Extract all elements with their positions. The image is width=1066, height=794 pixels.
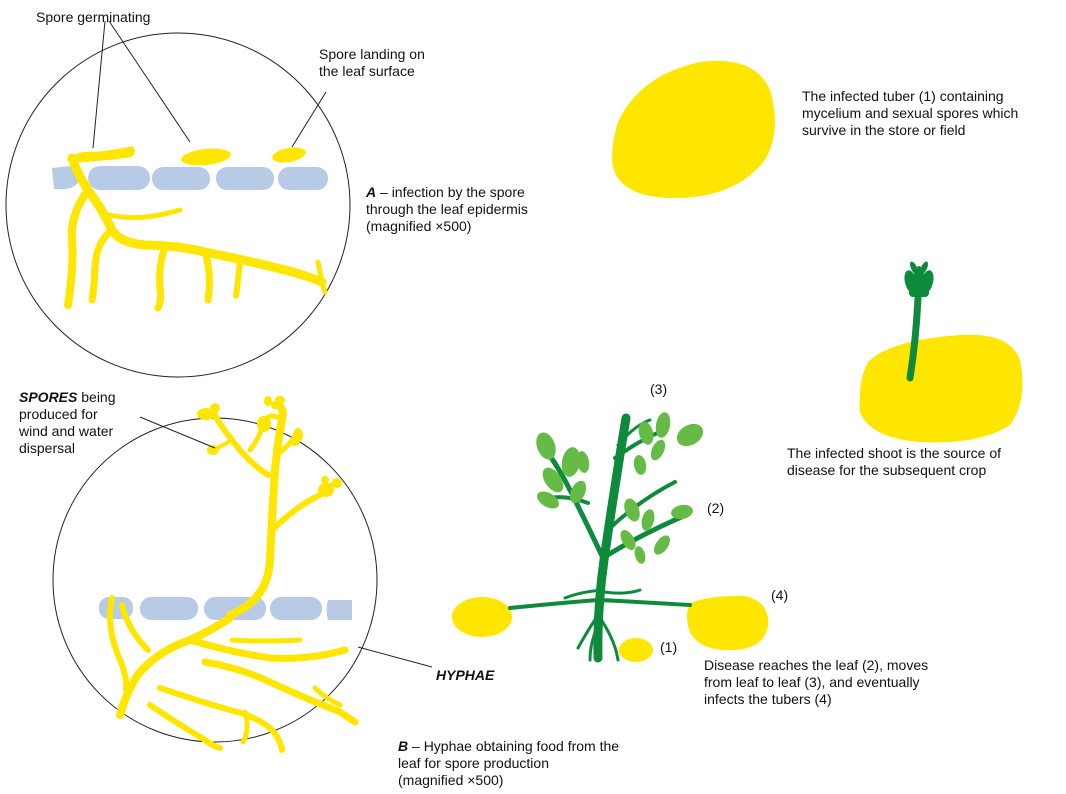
caption-b-line3: (magnified ×500) <box>398 772 619 789</box>
caption-tuber-line1: The infected tuber (1) containing <box>802 88 1018 105</box>
caption-infected-tuber: The infected tuber (1) containing myceli… <box>802 88 1018 139</box>
shoot-tuber <box>860 335 1023 443</box>
plant-tubers <box>452 596 768 662</box>
epidermis-cells-a <box>52 166 328 190</box>
caption-b-line2: leaf for spore production <box>398 755 619 772</box>
caption-a-line1: A – infection by the spore <box>366 184 528 201</box>
caption-a-line2: through the leaf epidermis <box>366 201 528 218</box>
caption-infected-shoot: The infected shoot is the source of dise… <box>787 445 1001 479</box>
infected-shoot-group <box>860 260 1023 442</box>
caption-b-line1-text: – Hyphae obtaining food from the <box>408 738 619 754</box>
label-spores-line2: produced for <box>19 406 116 423</box>
label-spore-germinating: Spore germinating <box>36 9 150 26</box>
caption-tuber-line2: mycelium and sexual spores which <box>802 105 1018 122</box>
caption-disease-spread: Disease reaches the leaf (2), moves from… <box>704 657 928 708</box>
caption-tuber-line3: survive in the store or field <box>802 122 1018 139</box>
label-spores-bold: SPORES <box>19 389 77 405</box>
caption-a-letter: A <box>366 184 376 200</box>
caption-a-line3: (magnified ×500) <box>366 218 528 235</box>
label-stage-2: (2) <box>707 500 724 517</box>
caption-disease-line2: from leaf to leaf (3), and eventually <box>704 674 928 691</box>
caption-disease-line3: infects the tubers (4) <box>704 691 928 708</box>
label-spore-landing-line2: the leaf surface <box>319 63 425 80</box>
caption-shoot-line1: The infected shoot is the source of <box>787 445 1001 462</box>
shoot-bud <box>902 260 936 297</box>
label-spores-line4: dispersal <box>19 440 116 457</box>
caption-a-line1-text: – infection by the spore <box>376 184 525 200</box>
magnification-circle-b <box>53 418 377 742</box>
label-hyphae-text: HYPHAE <box>436 667 494 683</box>
label-stage-4: (4) <box>771 587 788 604</box>
label-spores-line3: wind and water <box>19 423 116 440</box>
caption-b-letter: B <box>398 738 408 754</box>
caption-a: A – infection by the spore through the l… <box>366 184 528 235</box>
potato-plant-group <box>452 411 768 662</box>
label-spores: SPORES being produced for wind and water… <box>19 389 116 457</box>
label-spore-landing-line1: Spore landing on <box>319 46 425 63</box>
caption-b: B – Hyphae obtaining food from the leaf … <box>398 738 619 789</box>
label-spores-line1: SPORES being <box>19 389 116 406</box>
label-stage-3: (3) <box>650 381 667 398</box>
label-spores-line1-text: being <box>77 389 115 405</box>
label-stage-1: (1) <box>660 639 677 656</box>
label-hyphae: HYPHAE <box>436 667 494 684</box>
caption-disease-line1: Disease reaches the leaf (2), moves <box>704 657 928 674</box>
circle-a-group <box>6 21 350 377</box>
caption-shoot-line2: disease for the subsequent crop <box>787 462 1001 479</box>
magnification-circle-a <box>6 33 350 377</box>
infected-tuber <box>612 61 775 198</box>
label-spore-landing: Spore landing on the leaf surface <box>319 46 425 80</box>
caption-b-line1: B – Hyphae obtaining food from the <box>398 738 619 755</box>
